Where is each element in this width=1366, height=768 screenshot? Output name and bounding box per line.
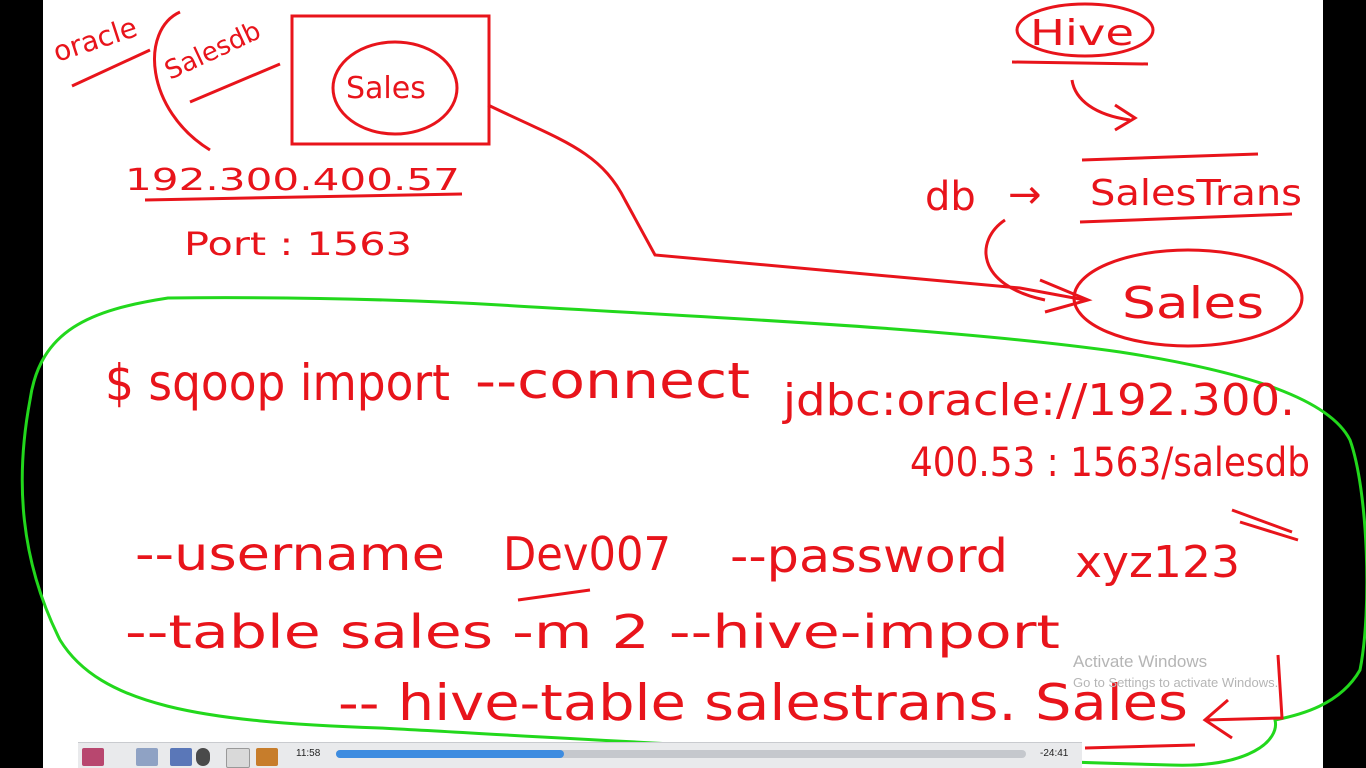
dot-icon[interactable]: [196, 748, 210, 766]
command-line1-connect: --connect: [475, 352, 750, 410]
pointer-arrow: [1202, 654, 1284, 740]
page-icon[interactable]: [226, 748, 250, 768]
watermark-subtitle: Go to Settings to activate Windows.: [1073, 675, 1279, 690]
pen-icon[interactable]: [170, 748, 192, 766]
board-icon[interactable]: [82, 748, 104, 766]
source-port: Port : 1563: [184, 225, 412, 263]
target-system: Hive: [1030, 13, 1134, 54]
remaining-time: -24:41: [1040, 748, 1069, 759]
salesdb-double-underline: [1231, 508, 1299, 542]
target-system-ellipse: [1015, 2, 1155, 58]
command-password: xyz123: [1075, 537, 1240, 588]
source-ip: 192.300.400.57: [125, 163, 460, 198]
flow-arrowhead: [1039, 278, 1093, 314]
salestrans-underline: [1079, 212, 1293, 224]
target-table-name: Sales: [1122, 278, 1264, 329]
target-db-arrow: →: [1008, 172, 1042, 218]
video-player-bar: 11:58 -24:41: [78, 742, 1082, 768]
target-db-label: db: [925, 174, 976, 220]
oracle-underline: [71, 48, 151, 88]
whiteboard-canvas: [43, 0, 1323, 768]
activation-watermark: Activate Windows Go to Settings to activ…: [1073, 652, 1278, 690]
command-highlight-loop: [20, 296, 1366, 767]
source-table-box: [290, 14, 491, 146]
hive-underline: [1011, 60, 1149, 66]
command-line1-cmd: $ sqoop import: [105, 354, 450, 412]
target-table-ellipse: [1072, 248, 1304, 348]
salestrans-overline: [1081, 152, 1259, 162]
ip-underline: [144, 192, 463, 202]
seek-bar-progress: [336, 750, 564, 758]
clipboard-icon[interactable]: [136, 748, 158, 766]
seek-bar[interactable]: [336, 750, 1026, 758]
command-line5: -- hive-table salestrans. Sales: [338, 674, 1188, 732]
command-line4: --table sales -m 2 --hive-import: [125, 605, 1060, 659]
target-db-name: SalesTrans: [1090, 173, 1302, 214]
username-underline: [517, 588, 591, 602]
flow-arrow: [487, 103, 1086, 302]
salesdb-bracket: [153, 10, 211, 152]
command-password-flag: --password: [730, 529, 1008, 583]
salesdb-underline: [189, 62, 281, 104]
command-username: Dev007: [503, 527, 671, 581]
db-to-table-curve: [984, 218, 1046, 302]
hive-table-underline: [1084, 743, 1196, 750]
elapsed-time: 11:58: [296, 748, 321, 759]
hive-down-arrow: [1070, 79, 1138, 132]
source-table-name: Sales: [346, 71, 426, 106]
command-username-flag: --username: [135, 527, 445, 581]
marker-icon[interactable]: [256, 748, 278, 766]
command-line1-jdbc: jdbc:oracle://192.300.: [782, 375, 1295, 426]
source-table-ellipse: [331, 40, 459, 136]
watermark-title: Activate Windows: [1073, 652, 1208, 671]
command-line2: 400.53 : 1563/salesdb: [910, 440, 1310, 486]
